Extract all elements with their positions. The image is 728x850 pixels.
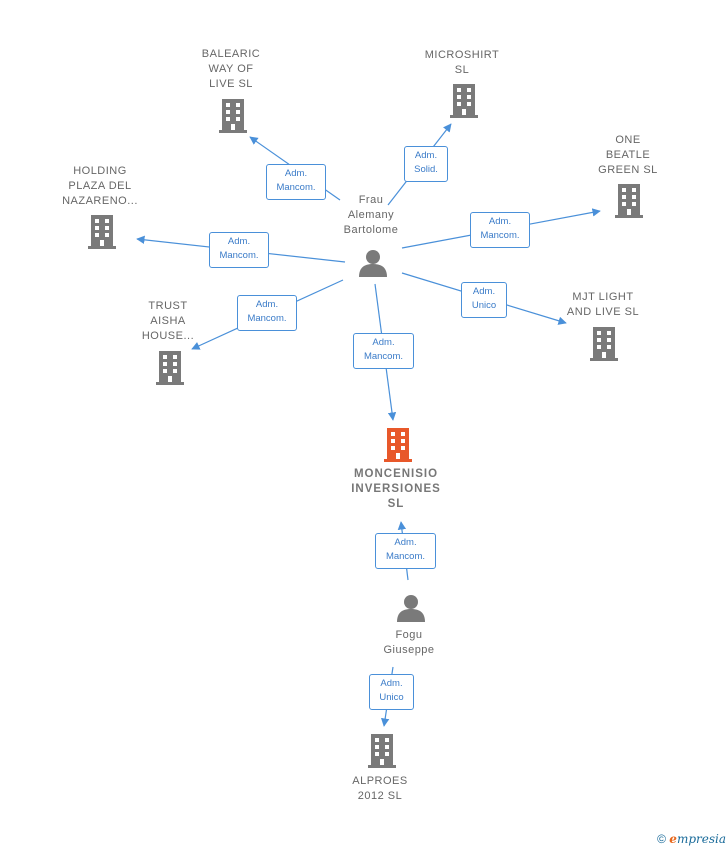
label-line: PLAZA DEL bbox=[68, 180, 132, 192]
edge-label-line: Solid. bbox=[414, 164, 438, 175]
edge-label-line: Adm. bbox=[414, 150, 438, 161]
edge-label-line: Adm. bbox=[488, 216, 512, 227]
node-label-alproes[interactable]: ALPROES 2012 SL bbox=[330, 774, 430, 804]
building-icon-balearic[interactable] bbox=[219, 99, 247, 133]
edge-label-line: Mancom. bbox=[385, 551, 426, 562]
label-line: WAY OF bbox=[208, 63, 254, 75]
edge-label-line: Mancom. bbox=[219, 250, 259, 261]
label-line: BEATLE bbox=[605, 149, 651, 161]
edge-label-line: Adm. bbox=[472, 286, 496, 297]
label-line: SL bbox=[454, 64, 470, 76]
label-line: MICROSHIRT bbox=[424, 49, 500, 61]
edge-label-line: Adm. bbox=[394, 537, 417, 548]
node-label-microshirt[interactable]: MICROSHIRT SL bbox=[412, 48, 512, 78]
node-label-balearic[interactable]: BALEARIC WAY OF LIVE SL bbox=[181, 47, 281, 92]
node-label-fogu[interactable]: Fogu Giuseppe bbox=[359, 628, 459, 658]
label-line: GREEN SL bbox=[598, 164, 658, 176]
footer-brand: © empresia bbox=[657, 832, 726, 846]
label-line: INVERSIONES bbox=[351, 483, 441, 495]
edge-label-holding[interactable]: Adm. Mancom. bbox=[209, 232, 269, 268]
copyright-icon: © bbox=[657, 832, 666, 846]
node-label-holding[interactable]: HOLDING PLAZA DEL NAZARENO... bbox=[50, 164, 150, 209]
edge-label-line: Mancom. bbox=[247, 313, 287, 324]
edge-label-main-frau[interactable]: Adm. Mancom. bbox=[353, 333, 414, 369]
building-icon-holding[interactable] bbox=[88, 215, 116, 249]
building-icon-one-beatle[interactable] bbox=[615, 184, 643, 218]
edge-label-line: Adm. bbox=[255, 299, 279, 310]
node-label-main[interactable]: MONCENISIO INVERSIONES SL bbox=[336, 467, 456, 512]
label-line: NAZARENO... bbox=[62, 195, 138, 207]
label-line: ONE bbox=[615, 134, 641, 146]
building-icon-microshirt[interactable] bbox=[450, 84, 478, 118]
edge-label-main-fogu[interactable]: Adm. Mancom. bbox=[375, 533, 436, 569]
label-line: HOUSE... bbox=[141, 330, 195, 342]
label-line: BALEARIC bbox=[201, 48, 261, 60]
label-line: TRUST bbox=[148, 300, 188, 312]
label-line: 2012 SL bbox=[357, 790, 403, 802]
label-line: MJT LIGHT bbox=[572, 291, 634, 303]
edge-label-balearic[interactable]: Adm. Mancom. bbox=[266, 164, 326, 200]
edge-label-line: Adm. bbox=[284, 168, 308, 179]
label-line: AND LIVE SL bbox=[566, 306, 640, 318]
label-line: LIVE SL bbox=[209, 78, 253, 90]
building-icon-main[interactable] bbox=[384, 428, 412, 462]
label-line: Alemany bbox=[347, 209, 395, 221]
edge-label-one-beatle[interactable]: Adm. Mancom. bbox=[470, 212, 530, 248]
edge-label-mjt[interactable]: Adm. Unico bbox=[461, 282, 507, 318]
person-icon-frau[interactable] bbox=[359, 250, 387, 277]
building-icon-mjt[interactable] bbox=[590, 327, 618, 361]
label-line: Frau bbox=[358, 194, 384, 206]
edge-label-alproes[interactable]: Adm. Unico bbox=[369, 674, 414, 710]
edge-label-line: Mancom. bbox=[480, 230, 520, 241]
label-line: AISHA bbox=[150, 315, 186, 327]
label-line: HOLDING bbox=[73, 165, 127, 177]
node-label-frau[interactable]: Frau Alemany Bartolome bbox=[321, 193, 421, 238]
edge-label-line: Mancom. bbox=[363, 351, 404, 362]
label-line: MONCENISIO bbox=[353, 468, 439, 480]
node-label-trust[interactable]: TRUST AISHA HOUSE... bbox=[118, 299, 218, 344]
label-line: SL bbox=[387, 498, 405, 510]
label-line: Fogu bbox=[395, 629, 423, 641]
label-line: Giuseppe bbox=[383, 644, 435, 656]
person-icon-fogu[interactable] bbox=[397, 595, 425, 622]
edge-label-line: Mancom. bbox=[276, 182, 316, 193]
edge-label-line: Unico bbox=[471, 300, 497, 311]
edge-label-line: Adm. bbox=[227, 236, 251, 247]
edge-label-microshirt[interactable]: Adm. Solid. bbox=[404, 146, 448, 182]
label-line: ALPROES bbox=[352, 775, 408, 787]
edge-label-line: Adm. bbox=[372, 337, 395, 348]
node-label-mjt[interactable]: MJT LIGHT AND LIVE SL bbox=[553, 290, 653, 320]
node-label-one-beatle[interactable]: ONE BEATLE GREEN SL bbox=[578, 133, 678, 178]
label-line: Bartolome bbox=[343, 224, 399, 236]
brand-logo-text: mpresia bbox=[676, 832, 726, 846]
brand-logo-initial: e bbox=[669, 832, 677, 846]
edge-label-line: Adm. bbox=[380, 678, 403, 689]
building-icon-trust[interactable] bbox=[156, 351, 184, 385]
edge-label-trust[interactable]: Adm. Mancom. bbox=[237, 295, 297, 331]
building-icon-alproes[interactable] bbox=[368, 734, 396, 768]
edge-label-line: Unico bbox=[379, 692, 404, 703]
